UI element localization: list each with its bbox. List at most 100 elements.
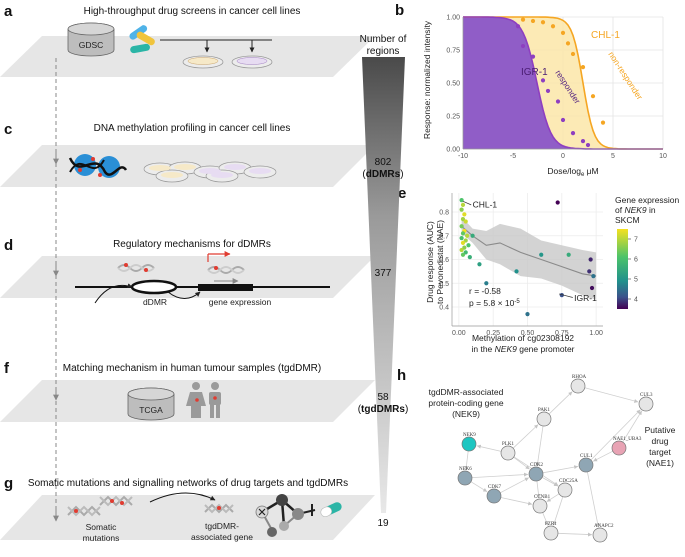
network-node-cdk2 xyxy=(528,466,544,482)
count-tgddmrs: 58 xyxy=(377,392,389,403)
network-node-cdc25a xyxy=(557,482,573,498)
chart-b-xtick-label: 5 xyxy=(611,153,615,160)
chart-e-igr1-leader xyxy=(558,293,573,298)
chart-b-ylabel: Response: normalized intensity xyxy=(422,20,432,139)
panel-g-title: Somatic mutations and signalling network… xyxy=(28,478,348,489)
network-node-label: PAK1 xyxy=(538,408,551,413)
chart-e-ytick-label: 0.4 xyxy=(439,305,449,312)
legend-title-1: Gene expression xyxy=(615,195,680,205)
chart-e-point xyxy=(588,257,593,262)
chart-e-point xyxy=(463,238,468,243)
legend-title-2: of NEK9 in xyxy=(615,205,656,215)
chart-b-xtick-label: -5 xyxy=(510,153,516,160)
network-edge xyxy=(584,387,639,403)
chart-e-point xyxy=(460,231,466,236)
chart-b-xtick-label: 10 xyxy=(659,153,667,160)
chart-e-point xyxy=(566,252,571,257)
network-edge xyxy=(557,532,593,537)
chart-e-point xyxy=(539,252,544,257)
network-node-pak1 xyxy=(536,411,552,427)
assoc-label-1: tgdDMR- xyxy=(205,521,239,531)
chart-b-area-IGR-1 xyxy=(463,17,663,149)
chart-b-xlabel-sub: e xyxy=(581,172,585,178)
network-edge xyxy=(542,512,549,526)
network-edge xyxy=(500,477,530,494)
petri-dish-icons xyxy=(182,55,273,69)
somatic-label-2: mutations xyxy=(83,533,120,543)
chart-b-point-CHL-1 xyxy=(570,51,576,57)
regulatory-diagram: dDMR gene expression xyxy=(75,251,330,307)
chart-e-point xyxy=(460,202,466,207)
ddmrs-bold-label: dDMRs xyxy=(366,169,401,180)
gdsc-database-icon: GDSC xyxy=(67,22,115,57)
cell-line-dishes xyxy=(143,161,277,183)
panel-c-title: DNA methylation profiling in cancer cell… xyxy=(94,123,291,134)
panel-letter-a: a xyxy=(4,3,13,20)
chart-e-point xyxy=(589,285,595,291)
chart-e-r: r = -0.58 xyxy=(469,286,501,296)
chart-e-point xyxy=(465,233,470,238)
network-node-label: RHOA xyxy=(572,375,587,380)
chart-e-point xyxy=(460,240,466,245)
chart-b-point-IGR-1 xyxy=(520,43,526,49)
chart-b-point-IGR-1 xyxy=(570,131,576,136)
network-node-cul3 xyxy=(638,396,654,412)
network-edge xyxy=(476,444,502,452)
plane-a xyxy=(0,36,375,77)
chart-e-xlabel-2b: gene promoter xyxy=(517,344,575,354)
network-edge xyxy=(552,496,564,526)
network-node-label: PLK1 xyxy=(502,442,514,447)
chart-e-xlabel-gene: NEK9 xyxy=(495,344,517,354)
network-node-label: CDK7 xyxy=(488,485,502,490)
network-node-nek9 xyxy=(461,436,477,452)
network-edge xyxy=(536,480,541,499)
h-gene-label-2: protein-coding gene xyxy=(428,398,503,408)
network-node-label: CUL1 xyxy=(580,454,593,459)
chart-e-point xyxy=(459,247,464,253)
chart-b-point-CHL-1 xyxy=(560,30,566,35)
gene-expression-label: gene expression xyxy=(209,297,272,307)
network-node-label: CUL3 xyxy=(640,393,653,398)
human-figures-icon xyxy=(186,382,221,418)
chart-e-xlabel-2: in the NEK9 gene promoter xyxy=(471,344,574,354)
regions-header-2: regions xyxy=(367,46,400,57)
network-edge xyxy=(548,391,573,415)
network-edge xyxy=(500,497,533,506)
h-target-label-1: Putative xyxy=(645,425,676,435)
chart-e-xtick-label: 0.75 xyxy=(555,330,569,337)
legend-tick-label: 7 xyxy=(634,237,638,244)
chart-e-point xyxy=(462,212,467,217)
assoc-gene-icon: tgdDMR- associated gene xyxy=(191,503,253,542)
tcga-label: TCGA xyxy=(139,405,163,415)
chart-b-point-CHL-1 xyxy=(580,65,586,70)
chart-b-xtick-label: 0 xyxy=(561,153,565,160)
chart-b-point-CHL-1 xyxy=(600,120,606,125)
count-tgddmrs-name: (tgdDMRs) xyxy=(358,404,409,415)
network-edge xyxy=(622,410,643,443)
mini-network-icon xyxy=(255,494,342,537)
chart-e-point xyxy=(460,252,466,257)
network-edge xyxy=(592,450,613,462)
network-node-cul1 xyxy=(578,457,594,473)
network-node-label: ANAPC2 xyxy=(594,524,614,529)
chart-e-point xyxy=(470,233,475,238)
chart-b-point-CHL-1 xyxy=(540,20,546,25)
chart-e-point xyxy=(466,243,471,248)
network-node-nek6 xyxy=(457,470,473,486)
panel-letter-e: e xyxy=(398,185,406,202)
chart-b-ytick-label: 0.75 xyxy=(446,48,460,55)
chart-b-point-IGR-1 xyxy=(545,88,551,94)
count-regulatory: 377 xyxy=(375,268,392,279)
legend-colorbar xyxy=(617,229,628,309)
network-edge xyxy=(513,456,530,470)
chart-b-point-CHL-1 xyxy=(565,41,571,46)
network-node-rhoa xyxy=(570,378,586,394)
chart-e-p-exp: -5 xyxy=(514,299,520,305)
panel-a-title: High-throughput drug screens in cancer c… xyxy=(84,6,301,17)
chart-b-label-chl1: CHL-1 xyxy=(591,30,620,41)
h-target-label-4: (NAE1) xyxy=(646,458,674,468)
somatic-label-1: Somatic xyxy=(86,522,117,532)
chart-e-point xyxy=(555,200,560,205)
